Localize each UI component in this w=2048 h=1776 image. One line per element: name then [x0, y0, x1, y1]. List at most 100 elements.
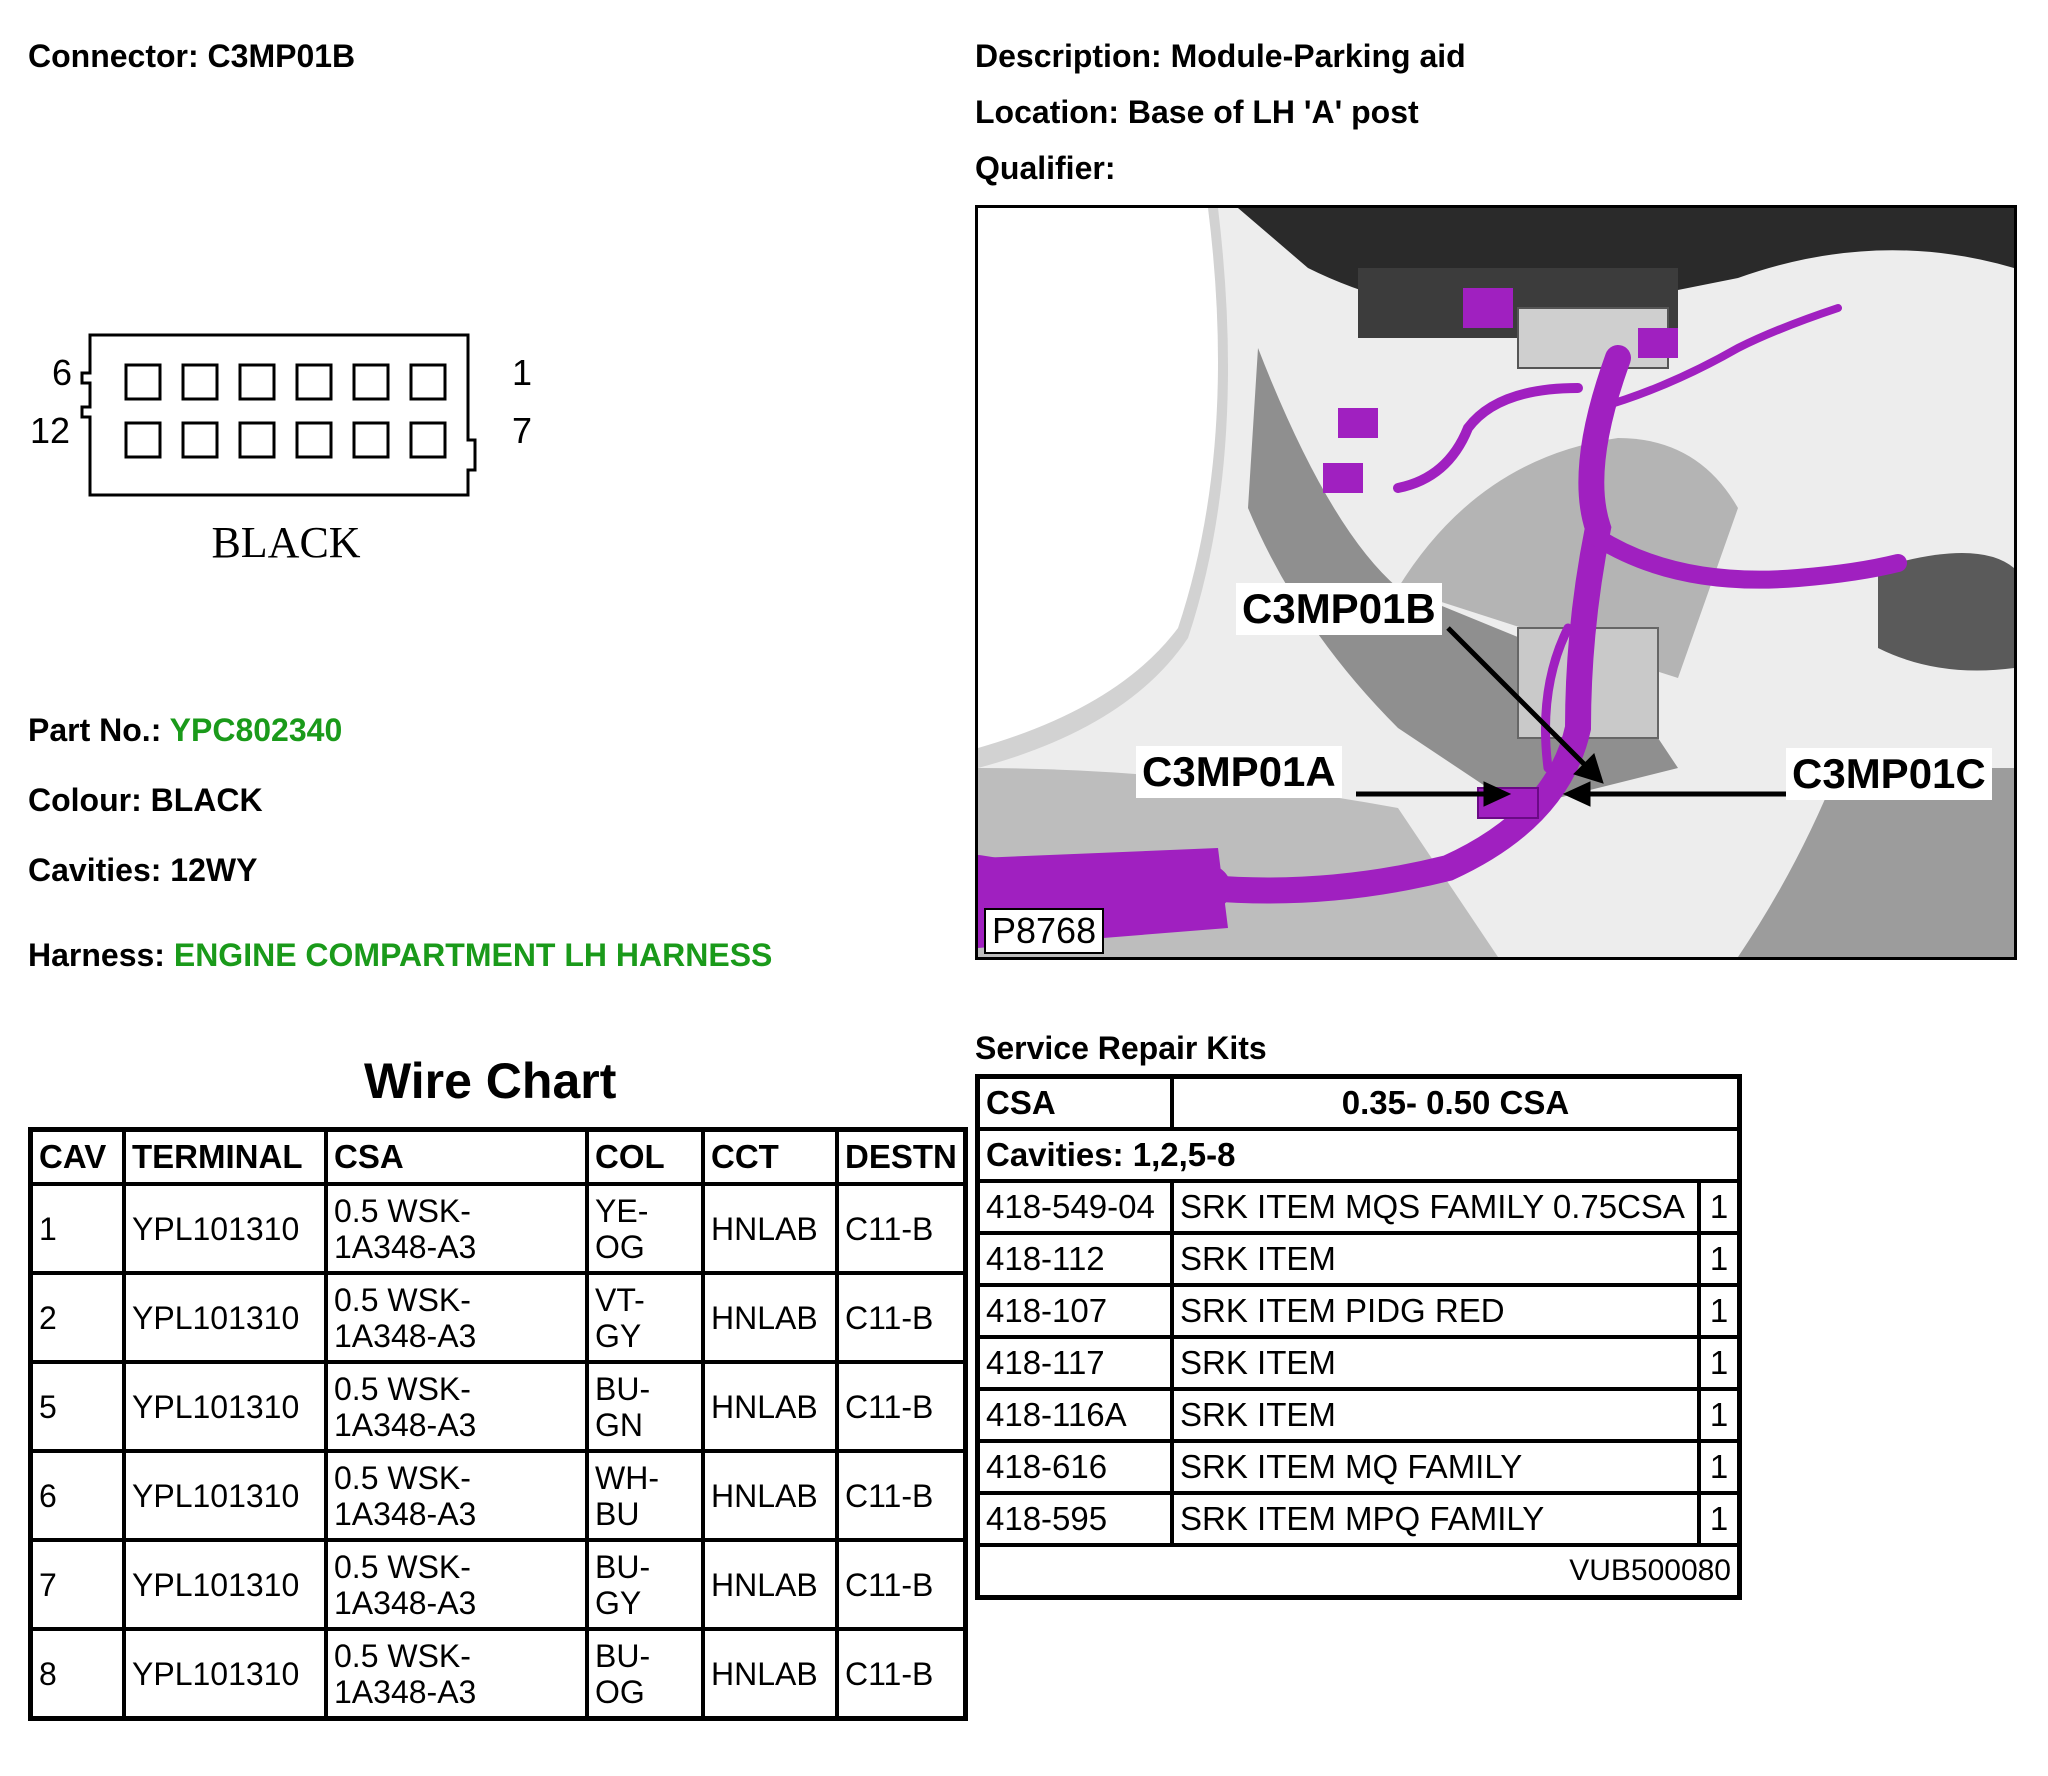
pin-label-1: 1	[512, 352, 532, 393]
colour-line: Colour: BLACK	[28, 782, 263, 819]
cavity-square	[295, 421, 333, 459]
col-line-2: GY	[595, 1584, 642, 1621]
header-destn: DESTN	[834, 1127, 968, 1186]
csa-line-2: 1A348-A3	[334, 1406, 477, 1443]
cell-csa: 0.5 WSK-1A348-A3	[324, 1627, 589, 1721]
cell-csa: 0.5 WSK-1A348-A3	[324, 1271, 589, 1364]
part-number-line: Part No.: YPC802340	[28, 712, 342, 749]
cell-cct: HNLAB	[701, 1360, 839, 1453]
col-line-1: WH-	[595, 1459, 659, 1496]
cell-csa: 0.5 WSK-1A348-A3	[324, 1449, 589, 1542]
col-line-1: BU-	[595, 1637, 651, 1674]
csa-line-2: 1A348-A3	[334, 1673, 477, 1710]
pin-label-12: 12	[30, 410, 70, 451]
cavities-value: 12WY	[170, 852, 258, 888]
cavities-label: Cavities:	[28, 852, 162, 888]
col-line-1: VT-	[595, 1281, 645, 1318]
connector-heading: Connector: C3MP01B	[28, 38, 355, 75]
kit-code: 418-117	[975, 1335, 1174, 1391]
callout-c3mp01a: C3MP01A	[1136, 746, 1342, 798]
kits-cavities-text: Cavities: 1,2,5-8	[975, 1127, 1742, 1183]
cell-destn: C11-B	[834, 1538, 968, 1631]
location-heading: Location: Base of LH 'A' post	[975, 94, 1419, 131]
cell-csa: 0.5 WSK-1A348-A3	[324, 1182, 589, 1275]
kits-footer-row: VUB500080	[975, 1543, 1742, 1600]
kit-description: SRK ITEM PIDG RED	[1170, 1283, 1701, 1339]
connector-location-photo: C3MP01B C3MP01A C3MP01C P8768	[975, 205, 2017, 960]
description-label: Description:	[975, 38, 1162, 74]
csa-line-2: 1A348-A3	[334, 1228, 477, 1265]
cell-col: YE-OG	[585, 1182, 705, 1275]
cavity-square	[238, 363, 276, 401]
cell-cct: HNLAB	[701, 1627, 839, 1721]
cell-destn: C11-B	[834, 1449, 968, 1542]
description-value: Module-Parking aid	[1170, 38, 1466, 74]
cavity-square	[124, 421, 162, 459]
kit-quantity: 1	[1697, 1283, 1742, 1339]
cell-cct: HNLAB	[701, 1182, 839, 1275]
cavity-square	[295, 363, 333, 401]
cell-destn: C11-B	[834, 1360, 968, 1453]
kit-quantity: 1	[1697, 1439, 1742, 1495]
csa-line-2: 1A348-A3	[334, 1495, 477, 1532]
header-terminal: TERMINAL	[122, 1127, 328, 1186]
cavity-square	[181, 421, 219, 459]
cell-col: BU-GY	[585, 1538, 705, 1631]
csa-line-1: 0.5 WSK-	[334, 1548, 471, 1585]
photo-code: P8768	[984, 908, 1105, 954]
col-line-1: BU-	[595, 1370, 651, 1407]
pin-label-6: 6	[52, 352, 72, 393]
cell-col: BU-GN	[585, 1360, 705, 1453]
cell-cav: 1	[28, 1182, 126, 1275]
kits-csa-value: 0.35- 0.50 CSA	[1170, 1074, 1742, 1131]
kit-quantity: 1	[1697, 1335, 1742, 1391]
cell-cav: 5	[28, 1360, 126, 1453]
cell-cav: 2	[28, 1271, 126, 1364]
header-col: COL	[585, 1127, 705, 1186]
kit-description: SRK ITEM	[1170, 1335, 1701, 1391]
description-heading: Description: Module-Parking aid	[975, 38, 1466, 75]
harness-value: ENGINE COMPARTMENT LH HARNESS	[173, 937, 773, 973]
qualifier-label: Qualifier:	[975, 150, 1116, 186]
wire-chart-title: Wire Chart	[364, 1053, 617, 1109]
kit-code: 418-549-04	[975, 1179, 1174, 1235]
cell-terminal: YPL101310	[122, 1271, 328, 1364]
cell-destn: C11-B	[834, 1271, 968, 1364]
csa-line-1: 0.5 WSK-	[334, 1637, 471, 1674]
kits-footer-code: VUB500080	[975, 1543, 1742, 1600]
part-label: Part No.:	[28, 712, 162, 748]
csa-line-1: 0.5 WSK-	[334, 1192, 471, 1229]
repair-kits-title: Service Repair Kits	[975, 1030, 1267, 1066]
cell-col: BU-OG	[585, 1627, 705, 1721]
cavities-line: Cavities: 12WY	[28, 852, 257, 889]
col-line-2: GN	[595, 1406, 643, 1443]
colour-value: BLACK	[150, 782, 263, 818]
location-value: Base of LH 'A' post	[1127, 94, 1419, 130]
cavity-square	[352, 363, 390, 401]
kit-code: 418-107	[975, 1283, 1174, 1339]
pin-label-7: 7	[512, 410, 532, 451]
kit-quantity: 1	[1697, 1179, 1742, 1235]
cell-destn: C11-B	[834, 1627, 968, 1721]
kits-csa-label: CSA	[975, 1074, 1174, 1131]
part-number: YPC802340	[169, 712, 343, 748]
repair-kits-table: CSA 0.35- 0.50 CSA Cavities: 1,2,5-8 418…	[975, 1074, 1742, 1600]
col-line-2: GY	[595, 1317, 642, 1354]
kits-csa-row: CSA 0.35- 0.50 CSA	[975, 1074, 1742, 1131]
csa-line-2: 1A348-A3	[334, 1584, 477, 1621]
cell-terminal: YPL101310	[122, 1449, 328, 1542]
header-csa: CSA	[324, 1127, 589, 1186]
cell-terminal: YPL101310	[122, 1360, 328, 1453]
cell-col: WH-BU	[585, 1449, 705, 1542]
csa-line-1: 0.5 WSK-	[334, 1370, 471, 1407]
